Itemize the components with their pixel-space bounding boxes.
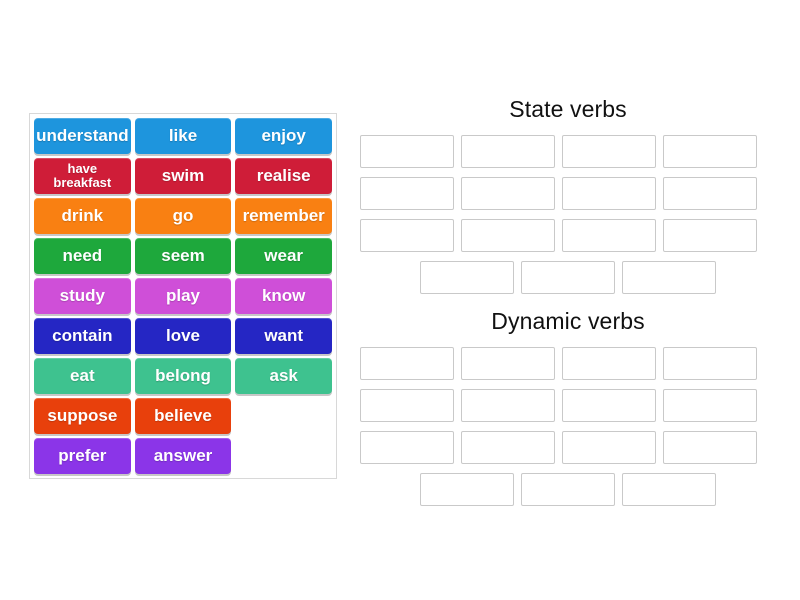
drop-slot-state[interactable] [622, 261, 716, 294]
word-tile[interactable]: remember [235, 198, 333, 234]
word-tile[interactable]: study [34, 278, 131, 314]
drop-slot-state[interactable] [360, 135, 454, 168]
drop-slot-state[interactable] [420, 261, 514, 294]
group-panel-dynamic: Dynamic verbs [360, 308, 776, 506]
drop-slot-state[interactable] [360, 219, 454, 252]
word-tile[interactable]: love [134, 318, 232, 354]
slot-row [360, 177, 776, 210]
word-tile[interactable]: go [134, 198, 232, 234]
drop-slot-dynamic[interactable] [562, 389, 656, 422]
drop-slot-state[interactable] [461, 219, 555, 252]
tile-empty-placeholder [235, 438, 332, 474]
drop-slot-dynamic[interactable] [663, 389, 757, 422]
word-tile[interactable]: ask [235, 358, 333, 394]
drop-slot-dynamic[interactable] [360, 347, 454, 380]
drop-slot-dynamic[interactable] [360, 431, 454, 464]
drop-slot-state[interactable] [663, 219, 757, 252]
drop-slot-state[interactable] [663, 177, 757, 210]
drop-slot-dynamic[interactable] [420, 473, 514, 506]
slot-row [360, 261, 776, 294]
drop-slot-state[interactable] [562, 219, 656, 252]
group-title-state: State verbs [509, 96, 627, 122]
drop-slot-state[interactable] [461, 177, 555, 210]
drop-slot-state[interactable] [562, 177, 656, 210]
word-tile[interactable]: believe [134, 398, 232, 434]
slot-grid-state [360, 135, 776, 294]
drop-slot-state[interactable] [461, 135, 555, 168]
drop-slot-dynamic[interactable] [461, 431, 555, 464]
slot-grid-dynamic [360, 347, 776, 506]
drop-slot-dynamic[interactable] [521, 473, 615, 506]
slot-row [360, 135, 776, 168]
slot-row [360, 431, 776, 464]
drop-slot-dynamic[interactable] [663, 347, 757, 380]
word-tile[interactable]: contain [34, 318, 131, 354]
word-tile[interactable]: need [34, 238, 131, 274]
drop-slot-dynamic[interactable] [360, 389, 454, 422]
drop-slot-state[interactable] [663, 135, 757, 168]
word-tile[interactable]: suppose [34, 398, 131, 434]
word-tile[interactable]: enjoy [235, 118, 333, 154]
drop-slot-dynamic[interactable] [663, 431, 757, 464]
slot-row [360, 219, 776, 252]
drop-slot-state[interactable] [562, 135, 656, 168]
word-tile[interactable]: belong [134, 358, 232, 394]
word-tile[interactable]: wear [235, 238, 333, 274]
drop-slot-dynamic[interactable] [461, 389, 555, 422]
drop-slot-dynamic[interactable] [622, 473, 716, 506]
drop-slot-dynamic[interactable] [562, 431, 656, 464]
slot-row [360, 347, 776, 380]
word-tile[interactable]: know [235, 278, 333, 314]
drop-slot-state[interactable] [521, 261, 615, 294]
drop-slot-dynamic[interactable] [461, 347, 555, 380]
word-tile[interactable]: swim [134, 158, 232, 194]
slot-row [360, 473, 776, 506]
word-tile[interactable]: drink [34, 198, 131, 234]
word-tile[interactable]: eat [34, 358, 131, 394]
word-tile[interactable]: understand [34, 118, 131, 154]
group-title-dynamic: Dynamic verbs [491, 308, 645, 334]
word-tile[interactable]: prefer [34, 438, 131, 474]
word-tile[interactable]: want [235, 318, 333, 354]
drop-slot-state[interactable] [360, 177, 454, 210]
group-panel-state: State verbs [360, 96, 776, 294]
word-tile[interactable]: seem [134, 238, 232, 274]
word-tile[interactable]: answer [134, 438, 232, 474]
word-tile[interactable]: play [134, 278, 232, 314]
word-tile[interactable]: like [134, 118, 232, 154]
drop-slot-dynamic[interactable] [562, 347, 656, 380]
slot-row [360, 389, 776, 422]
word-tile[interactable]: realise [235, 158, 333, 194]
tile-empty-placeholder [235, 398, 332, 434]
